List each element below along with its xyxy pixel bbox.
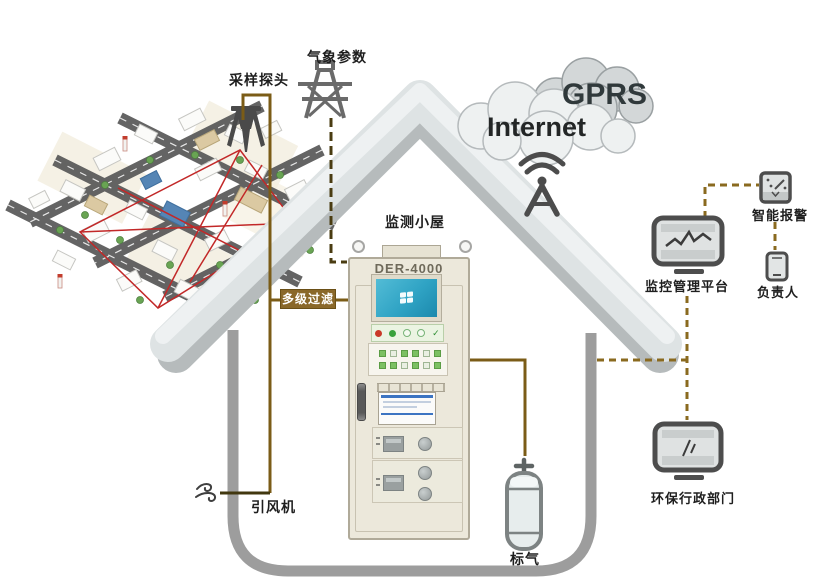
env-admin-dept-label: 环保行政部门	[651, 491, 736, 506]
monitoring-platform-icon	[651, 215, 725, 274]
cabinet-data-screen	[378, 392, 436, 425]
antenna-icon	[518, 152, 566, 217]
multi-stage-filter-badge: 多级过滤	[280, 289, 336, 309]
responsible-person-phone-icon	[765, 251, 789, 282]
run-button	[389, 329, 397, 337]
sampling-line	[241, 93, 272, 493]
sensor-network-lines	[78, 149, 297, 309]
monitoring-cabin-label: 监测小屋	[385, 214, 445, 230]
house-walls	[227, 330, 597, 577]
smart-alarm-label: 智能报警	[752, 208, 809, 223]
draft-fan-label: 引风机	[251, 499, 296, 515]
sampling-probe-icon	[227, 106, 265, 152]
internet-cloud	[457, 81, 636, 166]
analyzer-module-2	[372, 460, 463, 503]
responsible-person-label: 负责人	[757, 285, 800, 300]
internet-label: Internet	[487, 112, 587, 142]
weather-params-label: 气象参数	[307, 49, 367, 65]
cabinet-to-gas-line	[470, 358, 527, 456]
house-roof	[150, 80, 682, 373]
sampling-probe-label: 采样探头	[229, 72, 289, 88]
weather-tower-icon	[298, 60, 352, 119]
confirm-button: ✓	[432, 327, 440, 338]
cabinet-button-strip: ✓	[371, 324, 444, 342]
cabinet-vent-rail	[377, 383, 445, 392]
gprs-label: GPRS	[562, 78, 648, 111]
analyzer-module-1	[372, 427, 463, 459]
weather-data-line	[329, 118, 347, 264]
cabinet-eyebolt-right	[459, 240, 472, 253]
monitoring-platform-label: 监控管理平台	[645, 279, 730, 294]
cabinet-model-label: DER-4000	[374, 261, 444, 276]
power-button	[375, 329, 383, 337]
platform-to-alarm-line	[703, 183, 759, 218]
cabinet-indicator-panel	[368, 343, 448, 376]
standard-gas-label: 标气	[510, 551, 540, 567]
der-4000-cabinet: DER-4000 ✓	[348, 257, 470, 540]
gas-cylinder-icon	[505, 457, 543, 551]
cabinet-eyebolt-left	[352, 240, 365, 253]
function-button-1	[402, 329, 411, 337]
function-button-2	[417, 329, 426, 337]
windows-logo-icon	[399, 291, 414, 304]
env-admin-dept-icon	[652, 421, 724, 480]
smart-alarm-icon	[759, 171, 792, 204]
draft-fan-icon	[195, 483, 216, 502]
cabinet-hmi-screen	[371, 274, 442, 322]
cabinet-door-handle	[357, 383, 366, 421]
